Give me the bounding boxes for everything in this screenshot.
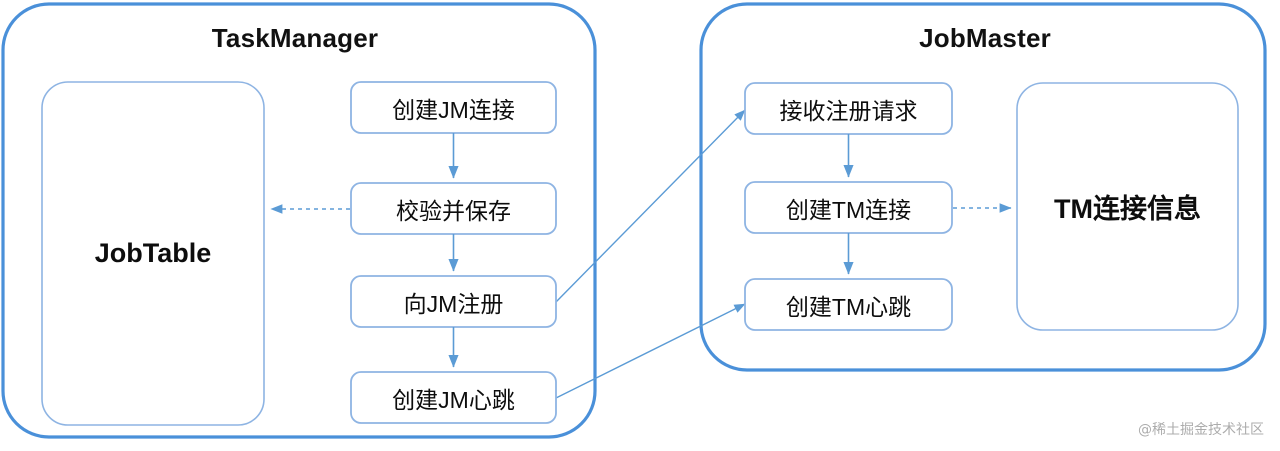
node-receive-register-request[interactable] — [745, 83, 952, 134]
node-tm-connection-info-shape — [1016, 82, 1239, 331]
panel-title-taskmanager: TaskManager — [211, 23, 379, 53]
node-create-tm-connection[interactable] — [745, 182, 952, 233]
node-jobtable-shape — [41, 81, 265, 426]
panel-title-jobmaster: JobMaster — [919, 23, 1051, 53]
edge-jm-heartbeat-to-tm-heartbeat — [555, 303, 746, 399]
node-create-tm-heartbeat[interactable] — [745, 279, 952, 330]
node-create-jm-connection[interactable] — [351, 82, 556, 133]
node-create-jm-heartbeat-shape — [350, 371, 557, 424]
node-validate-and-save[interactable] — [351, 183, 556, 234]
watermark: @稀土掘金技术社区 — [1138, 422, 1264, 438]
node-register-to-jm[interactable] — [351, 276, 556, 327]
node-tm-connection-info[interactable] — [1017, 83, 1238, 330]
node-create-tm-heartbeat-shape — [744, 278, 953, 331]
node-jobtable[interactable] — [42, 82, 264, 425]
edge-register-to-receive — [555, 109, 746, 303]
node-create-jm-heartbeat[interactable] — [351, 372, 556, 423]
